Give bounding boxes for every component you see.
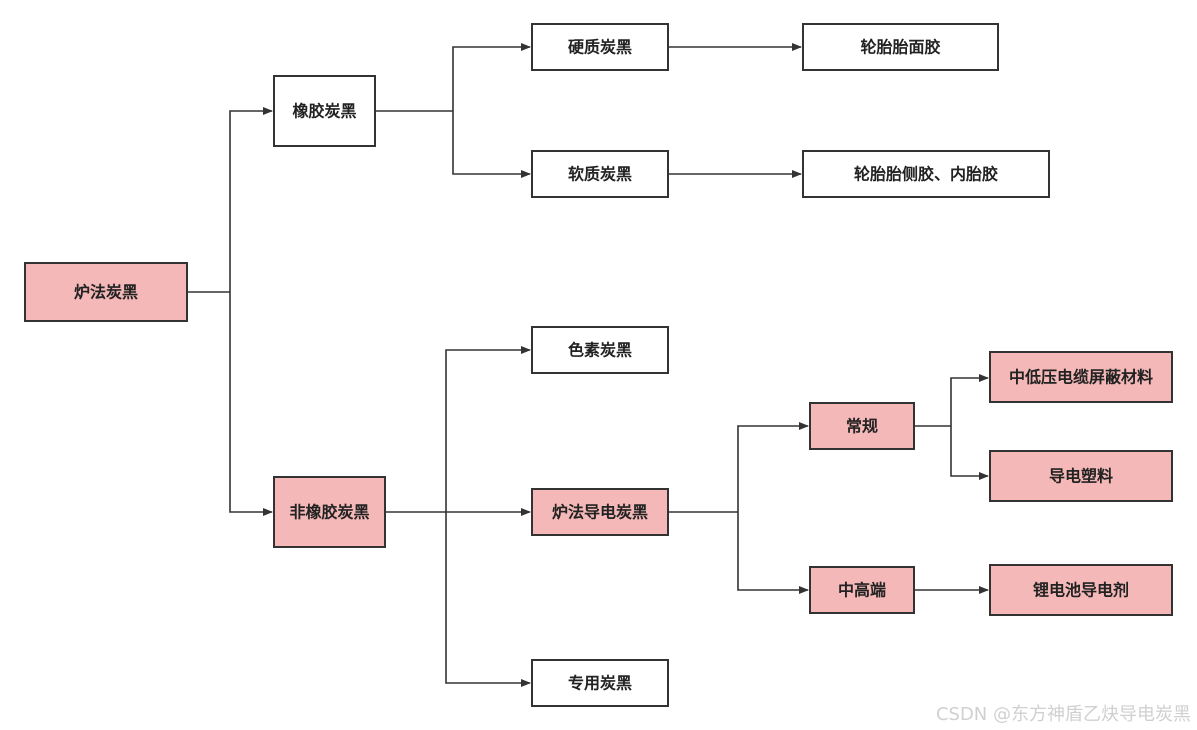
node-furnace-conductive-carbon-black: 炉法导电炭黑 bbox=[531, 488, 669, 536]
node-label: 专用炭黑 bbox=[568, 674, 632, 693]
node-label: 软质炭黑 bbox=[568, 165, 632, 184]
node-label: 中高端 bbox=[838, 581, 886, 600]
node-special-carbon-black: 专用炭黑 bbox=[531, 659, 669, 707]
node-conductive-plastic: 导电塑料 bbox=[989, 450, 1173, 502]
node-tire-tread: 轮胎胎面胶 bbox=[802, 23, 999, 71]
node-label: 色素炭黑 bbox=[568, 341, 632, 360]
node-label: 硬质炭黑 bbox=[568, 38, 632, 57]
node-label: 轮胎胎面胶 bbox=[860, 38, 940, 57]
node-label: 中低压电缆屏蔽材料 bbox=[1009, 368, 1153, 387]
node-hard-carbon-black: 硬质炭黑 bbox=[531, 23, 669, 71]
edge-to-rubber bbox=[229, 107, 273, 292]
edge-to-non-rubber bbox=[229, 292, 273, 516]
edge-to-special bbox=[445, 512, 531, 687]
edges bbox=[187, 43, 989, 687]
node-tire-sidewall: 轮胎胎侧胶、内胎胶 bbox=[802, 150, 1050, 198]
node-rubber-carbon-black: 橡胶炭黑 bbox=[273, 75, 376, 147]
node-cable-shielding-material: 中低压电缆屏蔽材料 bbox=[989, 351, 1173, 403]
node-label: 锂电池导电剂 bbox=[1033, 581, 1129, 600]
node-mid-high-end: 中高端 bbox=[809, 566, 915, 614]
node-label: 导电塑料 bbox=[1049, 467, 1113, 486]
edge-to-soft bbox=[452, 111, 531, 178]
node-label: 轮胎胎侧胶、内胎胶 bbox=[854, 165, 998, 184]
node-regular: 常规 bbox=[809, 402, 915, 450]
node-furnace-carbon-black: 炉法炭黑 bbox=[24, 262, 188, 322]
node-li-battery-conductive-agent: 锂电池导电剂 bbox=[989, 564, 1173, 616]
edge-to-cable bbox=[950, 374, 989, 426]
edge-to-regular bbox=[737, 422, 809, 512]
node-label: 炉法导电炭黑 bbox=[552, 503, 648, 522]
node-label: 炉法炭黑 bbox=[74, 283, 138, 302]
edge-to-hard bbox=[452, 43, 531, 111]
edge-to-mid-high bbox=[737, 512, 809, 594]
node-soft-carbon-black: 软质炭黑 bbox=[531, 150, 669, 198]
edge-to-pigment bbox=[445, 346, 531, 512]
node-label: 常规 bbox=[846, 417, 878, 436]
node-pigment-carbon-black: 色素炭黑 bbox=[531, 326, 669, 374]
node-label: 非橡胶炭黑 bbox=[289, 503, 369, 522]
edge-to-plastic bbox=[950, 426, 989, 480]
watermark: CSDN @东方神盾乙炔导电炭黑 bbox=[935, 704, 1191, 725]
node-non-rubber-carbon-black: 非橡胶炭黑 bbox=[273, 476, 386, 548]
node-label: 橡胶炭黑 bbox=[292, 102, 356, 121]
